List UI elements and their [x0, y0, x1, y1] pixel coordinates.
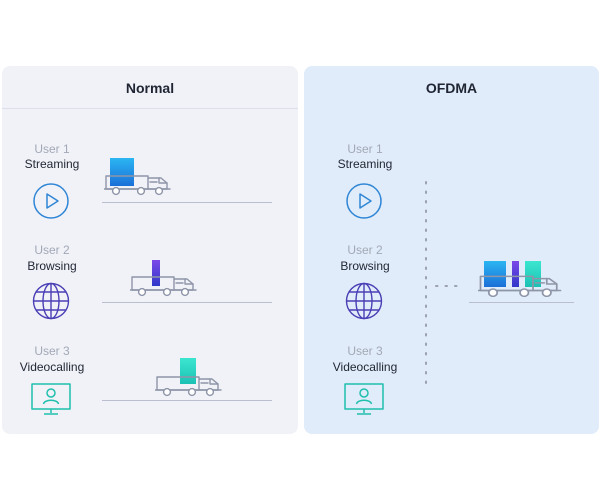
road-line — [469, 302, 574, 303]
merge-dotted-lines — [425, 181, 463, 389]
globe-icon — [32, 282, 70, 320]
streaming-packet — [110, 158, 134, 186]
truck-icon — [155, 371, 227, 397]
play-icon — [346, 183, 382, 219]
truck-icon — [478, 271, 568, 297]
user2-activity: Browsing — [27, 259, 77, 273]
combined-packets — [484, 261, 541, 287]
user2-label: User 2 — [34, 243, 70, 257]
globe-icon — [345, 282, 383, 320]
ofdma-panel-title: OFDMA — [425, 80, 478, 96]
videocall-packet — [525, 261, 541, 287]
ofdma-panel: OFDMA User 1 Streaming User 2 Browsing U… — [304, 66, 599, 434]
user1-activity: Streaming — [337, 157, 393, 171]
truck-icon — [104, 170, 176, 196]
road-line — [102, 202, 272, 203]
monitor-user-icon — [344, 383, 384, 415]
user1-label: User 1 — [347, 142, 383, 156]
user1-label: User 1 — [34, 142, 70, 156]
monitor-user-icon — [31, 383, 71, 415]
user2-label: User 2 — [347, 243, 383, 257]
normal-panel-title: Normal — [125, 80, 175, 96]
road-line — [102, 400, 272, 401]
road-line — [102, 302, 272, 303]
browsing-packet — [152, 260, 160, 286]
user3-activity: Videocalling — [19, 360, 85, 374]
user3-label: User 3 — [347, 344, 383, 358]
streaming-packet — [484, 261, 506, 287]
title-divider — [2, 108, 298, 109]
user3-activity: Videocalling — [332, 360, 398, 374]
user2-activity: Browsing — [340, 259, 390, 273]
play-icon — [33, 183, 69, 219]
user3-label: User 3 — [34, 344, 70, 358]
normal-panel: Normal User 1 Streaming User 2 Browsing … — [2, 66, 298, 434]
user1-activity: Streaming — [24, 157, 80, 171]
browsing-packet — [512, 261, 519, 287]
truck-icon — [130, 271, 202, 297]
